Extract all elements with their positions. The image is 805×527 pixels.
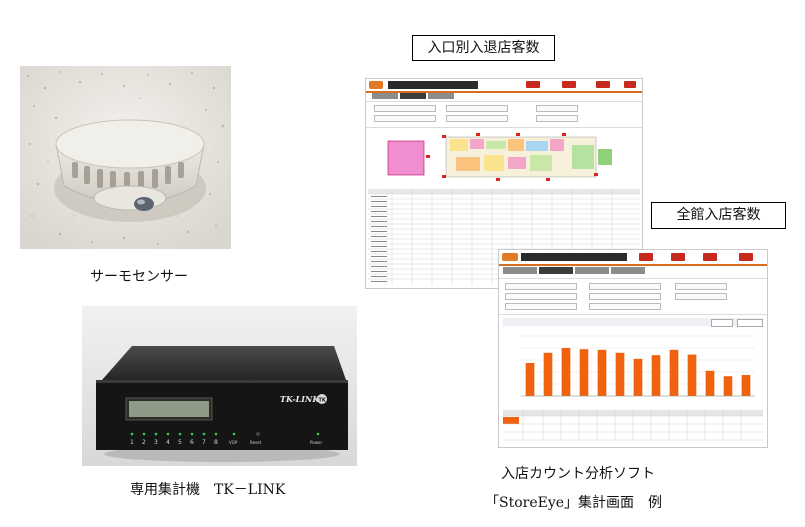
chart-bar [525,363,535,396]
tklink-brand-label: TK-LINK [280,394,320,404]
app-logo-icon [369,81,383,89]
alert-button[interactable] [624,81,636,88]
filter-field[interactable] [505,303,577,310]
total-count-table [503,410,763,441]
port-label: VGP [229,440,238,445]
chart-bar [633,358,643,396]
tab[interactable] [428,93,454,99]
tab[interactable] [372,93,398,99]
port-label: Power [310,440,322,445]
filter-field[interactable] [446,115,508,122]
tab[interactable] [539,267,573,274]
total-count-bar-chart [521,335,755,397]
chart-bar [723,376,733,396]
chart-bar [579,349,589,396]
alert-button[interactable] [596,81,610,88]
channel-number: 8 [214,439,218,446]
total-count-screenshot [498,249,768,448]
thermo-sensor-image [20,66,231,249]
floor-map [387,133,612,181]
tklink-device-image: 1 2 3 4 5 6 7 8 VGP Reset Power TK-LINK … [82,306,357,466]
chart-bar [651,355,661,396]
tab[interactable] [575,267,609,274]
screenshot-header [366,79,642,93]
toolbar-button[interactable] [711,319,733,327]
toolbar-button[interactable] [737,319,763,327]
tab[interactable] [400,93,426,99]
filter-field[interactable] [505,293,577,300]
filter-field[interactable] [589,283,661,290]
chart-bar [543,352,553,396]
filter-field[interactable] [446,105,508,112]
screenshot-header-title [388,81,478,89]
tklink-photo: 1 2 3 4 5 6 7 8 VGP Reset Power TK-LINK … [82,306,357,466]
filter-field[interactable] [505,283,577,290]
filter-field[interactable] [536,115,578,122]
chart-bar [615,352,625,396]
channel-number: 5 [178,439,182,446]
chart-bar [561,348,571,396]
filter-field[interactable] [374,115,436,122]
alert-button[interactable] [526,81,540,88]
screenshot-header-title [521,253,627,261]
channel-number: 3 [154,439,158,446]
channel-number: 2 [142,439,146,446]
alert-button[interactable] [562,81,576,88]
port-label: Reset [250,440,262,445]
chart-toolbar [503,318,763,326]
filter-field[interactable] [589,293,661,300]
tk-logo-icon: TK [319,398,327,404]
filter-field[interactable] [675,293,727,300]
filter-field[interactable] [675,283,727,290]
chart-bar [687,354,697,396]
entrance-count-title: 入口別入退店客数 [412,35,555,61]
channel-number: 7 [202,439,206,446]
filter-field[interactable] [589,303,661,310]
screenshot-tabs [503,267,647,274]
app-logo-icon [502,253,518,261]
alert-button[interactable] [639,253,653,261]
alert-button[interactable] [671,253,685,261]
thermo-sensor-caption: サーモセンサー [90,269,188,285]
chart-bar [669,349,679,396]
thermo-sensor-photo [20,66,231,249]
channel-number: 4 [166,439,170,446]
filter-field[interactable] [536,105,578,112]
chart-bar [705,370,715,396]
tab[interactable] [611,267,645,274]
alert-button[interactable] [703,253,717,261]
filter-field[interactable] [374,105,436,112]
alert-button[interactable] [739,253,753,261]
chart-bar [597,349,607,396]
chart-bar [741,375,751,396]
total-count-title: 全館入店客数 [651,202,786,229]
software-caption-line2: 「StoreEye」集計画面 例 [485,495,663,511]
screenshot-header [499,250,767,266]
screenshot-tabs [372,93,456,99]
channel-number: 6 [190,439,194,446]
software-caption-line1: 入店カウント分析ソフト [501,466,655,482]
tab[interactable] [503,267,537,274]
channel-number: 1 [130,439,134,446]
tklink-caption: 専用集計機 TK－LINK [130,482,286,498]
